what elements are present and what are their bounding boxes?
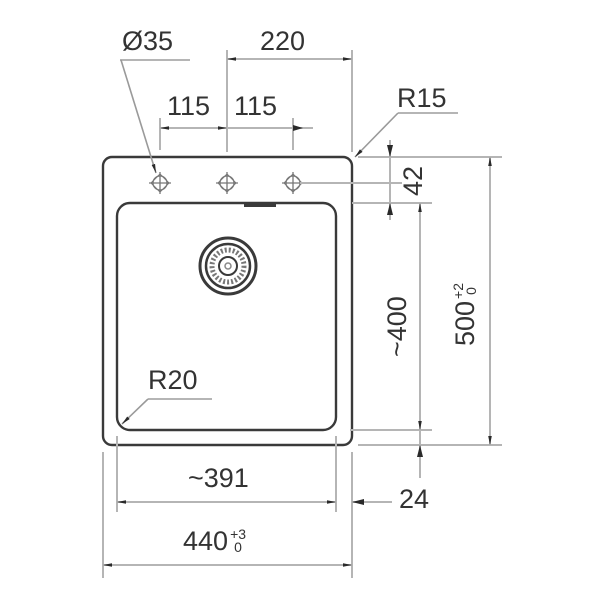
label-tap-spacing-right: 115 [234, 91, 278, 121]
label-basin-width: ~391 [188, 463, 249, 493]
label-tap-spacing-left: 115 [167, 91, 211, 121]
inner-basin-outline [115, 201, 338, 432]
overall-width-value: 440 [183, 526, 229, 556]
label-basin-corner-radius: R20 [148, 365, 198, 395]
overall-depth-value: 500 [450, 300, 480, 346]
overall-width-tol-upper: +3 [230, 526, 247, 542]
overall-depth-tol-lower: 0 [463, 287, 479, 295]
label-tap-hole-diameter: Ø35 [122, 26, 174, 56]
outer-sink-outline [101, 155, 354, 447]
tap-hole-left [149, 172, 171, 194]
extension-lines [102, 50, 502, 578]
label-outer-corner-radius: R15 [397, 83, 447, 113]
leader-r15 [354, 112, 399, 158]
label-tap-hole-span: 220 [260, 26, 306, 56]
overall-width-tol-lower: 0 [234, 539, 242, 555]
overflow-slot [244, 203, 276, 207]
tap-hole-center [216, 172, 238, 194]
label-basin-depth: ~400 [382, 296, 412, 357]
label-rear-margin: 24 [399, 484, 430, 514]
label-tap-offset: 42 [398, 165, 428, 196]
leader-diameter [120, 59, 157, 174]
leader-r20 [121, 398, 149, 425]
drain-icon [198, 236, 258, 296]
